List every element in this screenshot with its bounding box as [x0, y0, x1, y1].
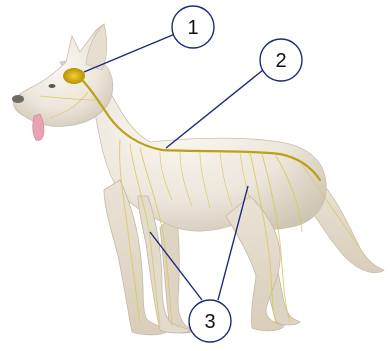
brain-mark: [63, 68, 85, 84]
callout-1: 1: [172, 6, 214, 48]
callout-2-label: 2: [275, 50, 286, 72]
callout-1-label: 1: [187, 17, 198, 39]
dog-nose: [12, 95, 24, 103]
leader-line-2: [166, 70, 263, 148]
callout-3: 3: [189, 300, 231, 342]
callout-2: 2: [260, 39, 302, 81]
callout-3-label: 3: [204, 311, 215, 333]
dog-eye: [49, 84, 56, 88]
